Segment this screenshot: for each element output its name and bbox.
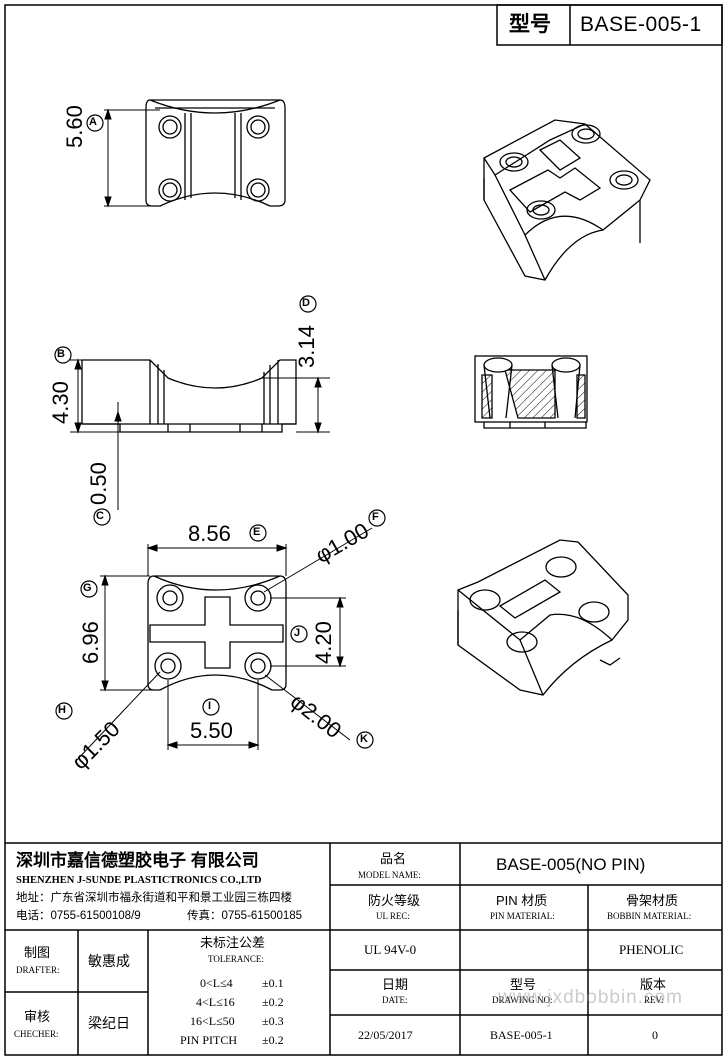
drafter-name: 敏惠成: [88, 953, 130, 969]
checker-label-cn: 审核: [24, 1009, 51, 1024]
side-view-dim-lines: [70, 358, 330, 510]
drafter-label-cn: 制图: [24, 945, 51, 960]
model-name-label-en: MODEL NAME:: [358, 870, 421, 880]
tolerance-range-4: PIN PITCH: [180, 1033, 238, 1047]
tolerance-range-1: 0<L≤4: [200, 976, 233, 990]
tolerance-label-cn: 未标注公差: [200, 935, 266, 950]
ul-rec-label-cn: 防火等级: [368, 893, 421, 908]
dim-C-value: 0.50: [86, 462, 111, 505]
dim-A-lines: [104, 108, 160, 208]
drawing-no-label-cn: 型号: [510, 977, 537, 992]
drafter-label-en: DRAFTER:: [16, 965, 60, 975]
callout-B: B: [57, 348, 65, 360]
callout-circles: [54, 114, 386, 749]
ul-rec-value: UL 94V-0: [364, 942, 417, 957]
top-view: [145, 99, 286, 207]
bobbin-material-value: PHENOLIC: [619, 942, 684, 957]
pin-material-label-cn: PIN 材质: [496, 893, 548, 908]
iso-view-bottom: [457, 539, 629, 696]
dim-A-value: 5.60: [62, 105, 87, 148]
callout-A: A: [89, 116, 97, 128]
callout-E: E: [253, 526, 261, 538]
tolerance-value-3: ±0.3: [262, 1014, 284, 1028]
side-view: [81, 359, 297, 433]
iso-view-top: [483, 119, 651, 281]
dim-I-value: 5.50: [190, 718, 233, 743]
pin-material-label-en: PIN MATERIAL:: [490, 911, 555, 921]
callout-D: D: [302, 297, 310, 309]
ul-rec-label-en: UL REC:: [376, 911, 410, 921]
tolerance-value-1: ±0.1: [262, 976, 284, 990]
title-block-grid: [5, 842, 722, 1055]
callout-F: F: [372, 511, 379, 523]
date-label-en: DATE:: [382, 995, 408, 1005]
section-view: [474, 355, 588, 429]
callout-H: H: [58, 704, 66, 716]
tolerance-value-4: ±0.2: [262, 1033, 284, 1047]
sheet-border: [4, 4, 723, 1056]
checker-name: 梁纪日: [88, 1015, 130, 1031]
dim-J-value: 4.20: [311, 621, 336, 664]
callout-C: C: [96, 510, 104, 522]
company-phone: 电话：0755-61500108/9: [16, 910, 141, 922]
tolerance-value-2: ±0.2: [262, 995, 284, 1009]
rev-value: 0: [652, 1028, 658, 1042]
watermark: www.jxdbobbin.com: [498, 987, 683, 1008]
company-address: 地址：广东省深圳市福永街道和平和景工业园三栋四楼: [16, 892, 292, 904]
date-value: 22/05/2017: [358, 1028, 413, 1042]
model-name-value: BASE-005(NO PIN): [496, 855, 646, 874]
header-model-box: [496, 4, 723, 46]
callout-G: G: [83, 582, 92, 594]
callout-J: J: [294, 627, 301, 639]
dim-E-value: 8.56: [188, 521, 231, 546]
bobbin-material-label-en: BOBBIN MATERIAL:: [607, 911, 692, 921]
date-label-cn: 日期: [382, 977, 409, 992]
bobbin-material-label-cn: 骨架材质: [626, 893, 679, 908]
checker-label-en: CHECHER:: [14, 1029, 59, 1039]
company-fax: 传真：0755-61500185: [187, 910, 303, 922]
callout-K: K: [360, 733, 368, 745]
company-name-cn: 深圳市嘉信德塑胶电子 有限公司: [16, 851, 259, 870]
header-label: 型号: [509, 13, 551, 36]
bottom-view: [147, 575, 287, 691]
rev-label-en: REV:: [644, 995, 664, 1005]
tolerance-range-3: 16<L≤50: [190, 1014, 235, 1028]
header-model-value: BASE-005-1: [580, 13, 702, 36]
company-name-en: SHENZHEN J-SUNDE PLASTICTRONICS CO.,LTD: [16, 875, 262, 886]
dim-G-value: 6.96: [78, 621, 103, 664]
drawing-no-label-en: DRAWING NO:: [492, 995, 553, 1005]
tolerance-label-en: TOLERANCE:: [208, 954, 264, 964]
bottom-view-dim-lines: [74, 527, 373, 763]
dim-D-value: 3.14: [294, 325, 319, 368]
rev-label-cn: 版本: [640, 977, 667, 992]
dim-B-value: 4.30: [48, 381, 73, 424]
callout-I: I: [208, 700, 212, 712]
tolerance-range-2: 4<L≤16: [196, 995, 235, 1009]
drawing-no-value: BASE-005-1: [490, 1028, 553, 1042]
model-name-label-cn: 品名: [380, 851, 407, 866]
